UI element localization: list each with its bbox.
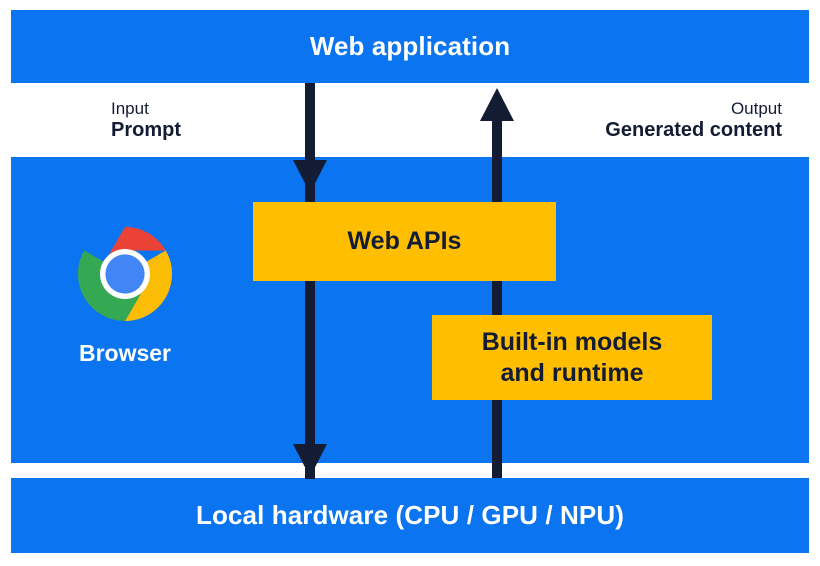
input-arrow-head-into-browser (293, 160, 327, 193)
output-flow-kind: Output (730, 99, 782, 118)
box-builtin-models-label: Built-in models and runtime (482, 327, 663, 388)
box-web-apis-label: Web APIs (347, 227, 462, 256)
input-flow-value: Prompt (111, 119, 181, 142)
output-flow-label: Output Generated content (605, 99, 782, 143)
input-flow-label: Input Prompt (111, 99, 181, 143)
browser-label: Browser (78, 340, 172, 366)
output-arrow-shaft (492, 118, 502, 478)
box-builtin-models: Built-in models and runtime (432, 315, 712, 400)
output-flow-value: Generated content (605, 119, 782, 142)
input-arrow-shaft (305, 83, 315, 479)
chrome-logo-icon (77, 226, 173, 322)
input-flow-kind: Input (111, 99, 149, 118)
band-local-hardware-label: Local hardware (CPU / GPU / NPU) (196, 500, 624, 530)
band-local-hardware: Local hardware (CPU / GPU / NPU) (11, 478, 809, 553)
band-web-application: Web application (11, 10, 809, 83)
input-arrow-head-into-hardware (293, 444, 327, 477)
box-builtin-models-line1: Built-in models (481, 328, 663, 356)
output-arrow-head-into-web-application (480, 88, 514, 121)
box-builtin-models-line2: and runtime (500, 358, 644, 387)
band-web-application-label: Web application (309, 31, 511, 61)
browser-block: Browser (55, 225, 195, 367)
box-web-apis: Web APIs (253, 202, 556, 281)
